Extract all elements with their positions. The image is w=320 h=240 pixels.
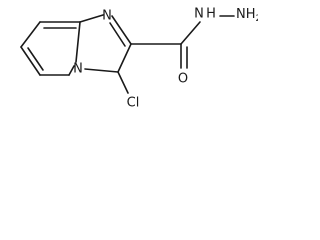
atom-label-nh2-subscript: 2 [256,14,259,24]
bond-c2-c3 [117,43,132,73]
bond-c3-n4 [84,68,119,73]
bond-c7-c6 [20,46,41,76]
chemical-structure: N N Cl O N H NH2 [20,7,258,111]
bond-c8a-n1 [79,14,104,23]
bond-n1-c2-inner [109,22,126,47]
bond-c5-n4 [68,65,75,76]
atom-label-nh2-base: NH [236,7,256,22]
atom-label-o: O [178,72,188,87]
bond-carbonyl-nh [180,21,201,45]
bonds [20,14,235,94]
atom-labels: N N Cl O N H NH2 [73,7,258,111]
bond-c7-c6-inner [27,47,44,71]
atom-label-n1: N [102,9,112,24]
atom-label-h-hydrazide: H [206,7,216,22]
bond-n4-c8a [75,21,81,63]
bond-c8-c7 [20,21,41,48]
atom-label-nh2: NH2 [236,7,258,24]
atom-label-cl: Cl [127,96,140,111]
atom-label-n-hydrazide: N [194,7,204,22]
bond-c3-cl [117,71,129,94]
atom-label-n4: N [73,62,83,77]
bond-n1-c2 [111,15,132,45]
